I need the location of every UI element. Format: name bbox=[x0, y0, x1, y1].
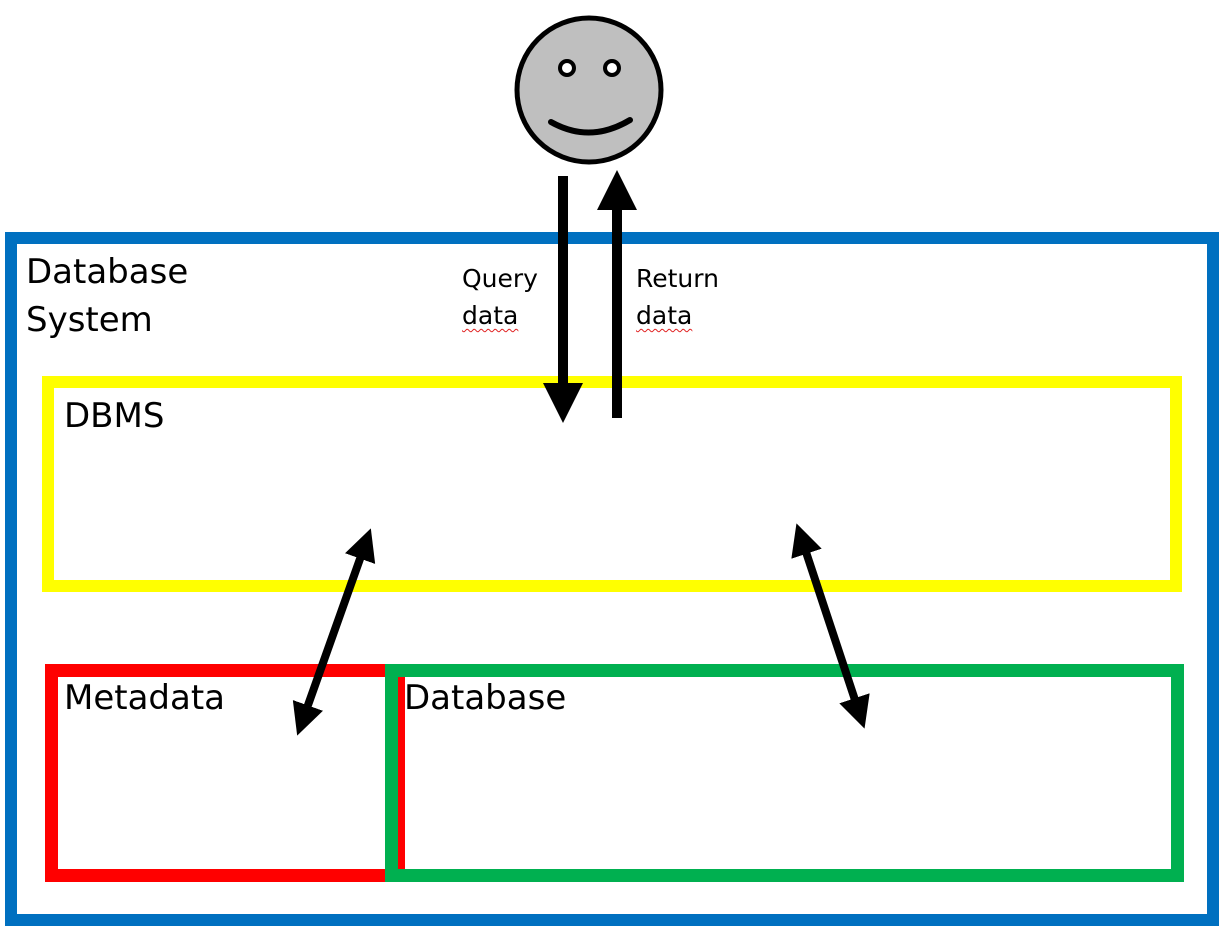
dbms-database-arrow bbox=[791, 523, 870, 729]
database-label: Database bbox=[404, 678, 567, 718]
return-data-label-line2: data bbox=[636, 301, 693, 330]
query-data-label-line1: Query bbox=[462, 264, 538, 293]
database-box bbox=[385, 664, 1184, 882]
dbms-metadata-arrow bbox=[292, 528, 376, 736]
return-data-label: Return data bbox=[636, 260, 719, 334]
query-data-label-line2: data bbox=[462, 301, 519, 330]
database-system-box bbox=[5, 232, 1219, 926]
system-label-line1: Database bbox=[26, 252, 189, 292]
dbms-label: DBMS bbox=[64, 396, 165, 436]
system-label-line2: System bbox=[26, 300, 153, 340]
query-data-label: Query data bbox=[462, 260, 538, 334]
return-data-label-line1: Return bbox=[636, 264, 719, 293]
system-label: Database System bbox=[26, 248, 188, 344]
smiley-face-icon bbox=[514, 15, 664, 165]
metadata-label: Metadata bbox=[64, 678, 226, 718]
